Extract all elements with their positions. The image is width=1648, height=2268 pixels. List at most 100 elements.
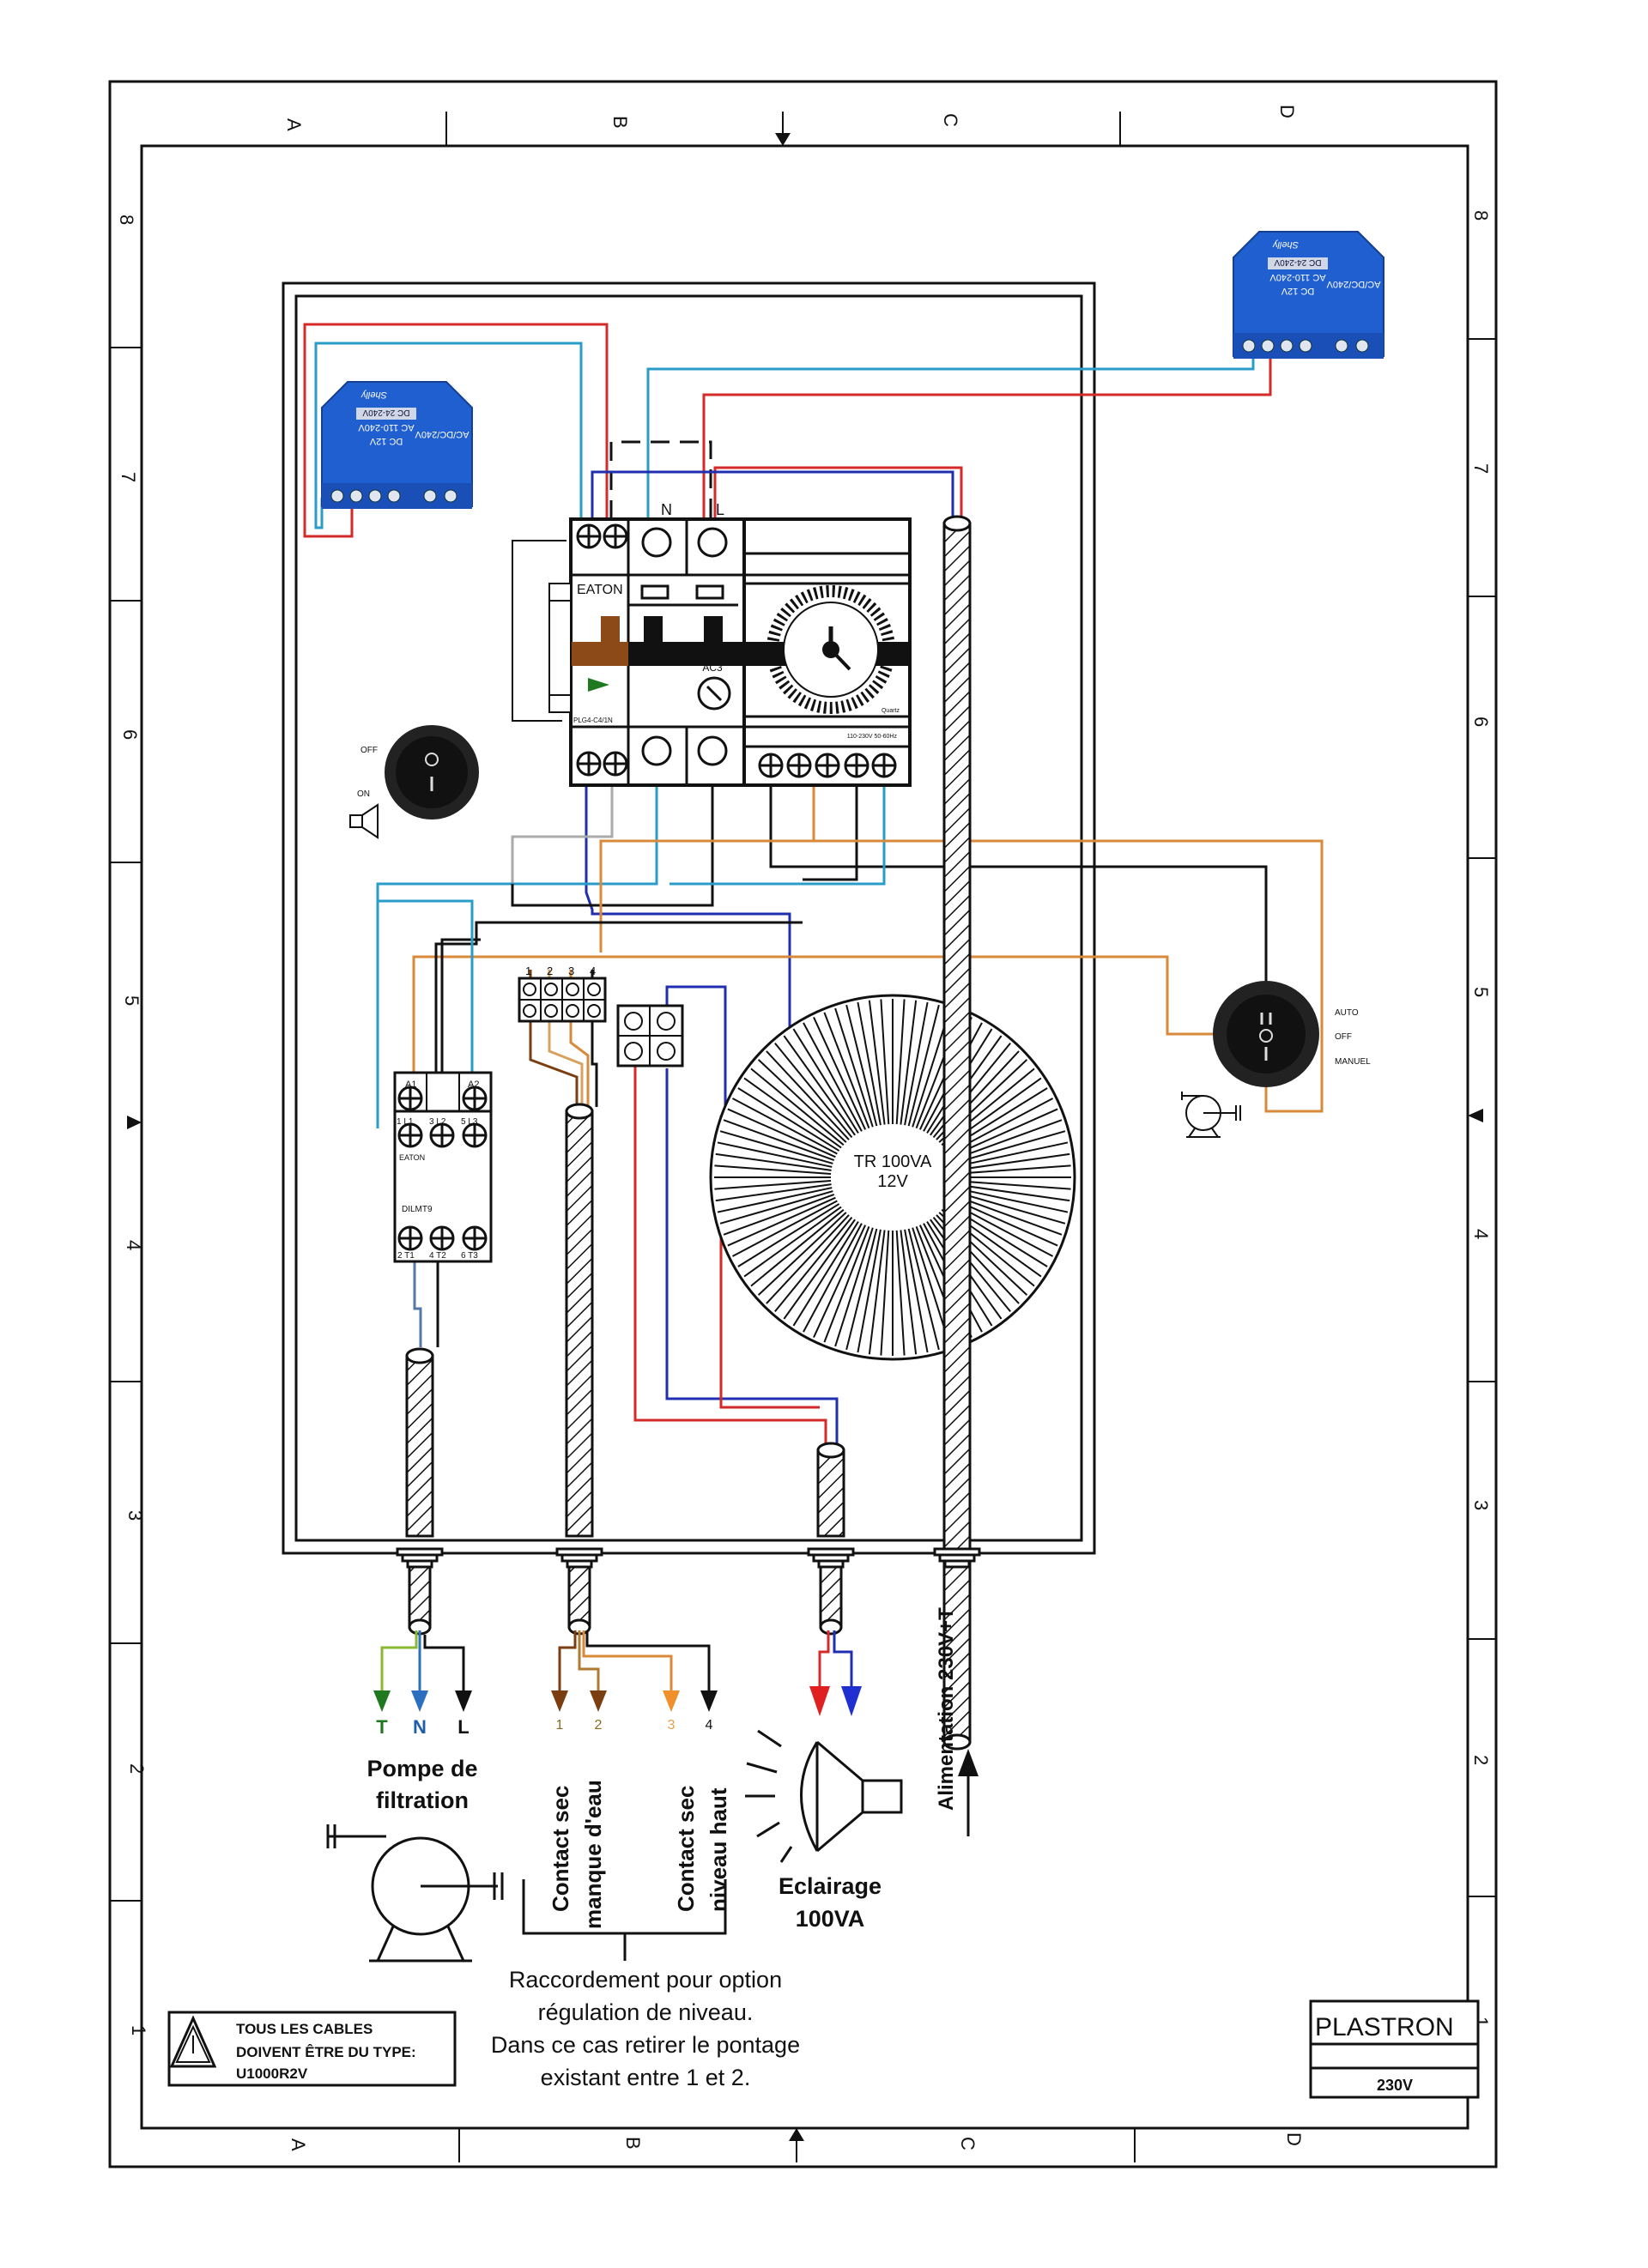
pump-label-line2: filtration (376, 1787, 469, 1813)
transformer-winding-ray (717, 1141, 833, 1168)
transformer-winding-ray (757, 1059, 847, 1143)
transformer-winding-ray (823, 1225, 870, 1343)
light-switch[interactable] (385, 725, 479, 820)
shelly-brand: Shelly (360, 390, 387, 400)
transformer-winding-ray (907, 1228, 940, 1351)
transformer-winding-ray (715, 1183, 832, 1202)
arrow-wire-3-icon (663, 1690, 680, 1712)
cable-pump-external (408, 1565, 432, 1629)
transformer-winding-ray (714, 1180, 832, 1190)
center-arrow-top-icon (775, 133, 791, 146)
row-label-left: 6 (119, 729, 141, 740)
transformer-winding-ray (731, 1200, 838, 1257)
column-label-bottom: C (957, 2137, 978, 2150)
enclosure-inner (294, 294, 1083, 1542)
transformer-winding-ray (774, 1216, 853, 1313)
cable-light-external (819, 1565, 843, 1629)
timer-dial[interactable] (766, 585, 895, 714)
title-block: PLASTRON 230V (1309, 1999, 1480, 2099)
pump-switch-auto-label: AUTO (1335, 1008, 1359, 1018)
row-label-left: 5 (121, 995, 142, 1006)
transformer-winding-ray (714, 1164, 832, 1175)
transformer-winding-ray (723, 1193, 835, 1236)
level-wire-label-1: 1 (556, 1718, 564, 1733)
enclosure-outer (282, 281, 1096, 1555)
arrow-neutral-icon (411, 1690, 428, 1712)
transformer-winding-ray (757, 1212, 847, 1296)
timer-brand: Quartz (882, 708, 900, 714)
contact-low-water-line1: Contact sec (548, 1786, 573, 1912)
light-label-line2: 100VA (796, 1906, 865, 1932)
level-wires: 1 2 3 4 (551, 1630, 718, 1733)
pump-mode-switch[interactable] (1213, 981, 1319, 1087)
supply-arrow-icon (958, 1749, 978, 1836)
breaker-label-l: L (716, 501, 724, 518)
light-label-line1: Eclairage (779, 1873, 882, 1899)
row-label-left: 1 (128, 2025, 149, 2035)
transformer-winding-ray (813, 1017, 867, 1130)
contactor-output-1: 2 T1 (397, 1251, 415, 1261)
transformer-winding-ray (783, 1035, 856, 1136)
wiring (303, 323, 1324, 1450)
transformer-winding-ray (727, 1196, 836, 1247)
pump-small-icon (1181, 1092, 1241, 1138)
inner-frame (140, 144, 1469, 2130)
light-switch-on-label: ON (357, 789, 370, 799)
cable-warning-box: TOUS LES CABLES DOIVENT ÊTRE DU TYPE: U1… (167, 2011, 457, 2087)
transformer-winding-ray (792, 1220, 859, 1327)
shelly-output: AC/DC/240V (415, 429, 470, 439)
shelly-output: AC/DC/240V (1326, 279, 1381, 289)
transformer-winding-ray (803, 1223, 863, 1333)
cable-light-internal (816, 1442, 845, 1538)
transformer-winding-ray (774, 1042, 853, 1139)
row-label-right: 3 (1470, 1500, 1492, 1510)
drawing-frame: A B C D A B C D 8 7 6 5 4 3 2 1 8 7 6 5 … (108, 80, 1498, 2168)
transformer-winding-ray (845, 1228, 878, 1351)
column-label-top: B (609, 116, 631, 129)
warning-line1: TOUS LES CABLES (236, 2021, 373, 2037)
contact-low-water-line2: manque d'eau (580, 1780, 606, 1929)
light-wires (809, 1630, 862, 1716)
center-arrow-right-icon (1468, 1109, 1483, 1122)
timer-supply: 110-230V 50-60Hz (847, 734, 898, 740)
arrow-light-live-icon (809, 1686, 830, 1716)
cable-level-internal (565, 1103, 594, 1538)
din-clip (548, 583, 572, 713)
transformer-winding-ray (823, 1012, 870, 1129)
transformer-winding-ray (954, 1164, 1071, 1175)
transformer-voltage: 12V (877, 1172, 908, 1191)
level-wire-label-2: 2 (595, 1718, 603, 1733)
arrow-wire-4-icon (700, 1690, 718, 1712)
transformer-winding-ray (723, 1119, 835, 1162)
column-label-bottom: A (288, 2138, 309, 2151)
transformer-winding-ray (813, 1225, 867, 1338)
contactor-output-3: 6 T3 (461, 1251, 478, 1261)
transformer-winding-ray (803, 1022, 863, 1132)
shelly-rating-dc12: DC 12V (1281, 286, 1314, 296)
column-label-bottom: D (1283, 2132, 1305, 2146)
shelly-rating-ac: AC 110-240V (358, 422, 415, 432)
arrow-live-icon (455, 1690, 472, 1712)
cable-glands (396, 1547, 981, 1569)
row-label-left: 3 (124, 1510, 146, 1521)
contactor-input-1: 1 L1 (397, 1117, 414, 1127)
warning-line3: U1000R2V (236, 2065, 308, 2082)
pump-wires: T N L (373, 1630, 472, 1738)
supply-label: Alimentation 230V+T (935, 1607, 958, 1811)
breaker-model: PLG4-C4/1N (573, 717, 613, 724)
contactor-brand: EATON (399, 1153, 425, 1162)
breaker-label-n: N (661, 501, 672, 518)
transformer-winding-ray (954, 1183, 1070, 1202)
shelly-relay-1: Shelly DC 24-240V AC 110-240V DC 12V AC/… (321, 381, 473, 509)
title-block-name: PLASTRON (1315, 2013, 1454, 2041)
contact-high-level-line2: niveau haut (706, 1787, 731, 1912)
transformer-winding-ray (954, 1180, 1071, 1190)
arrow-wire-1-icon (551, 1690, 568, 1712)
shelly-rating-dc12: DC 12V (369, 436, 403, 446)
note-line3: Dans ce cas retirer le pontage (491, 2032, 800, 2058)
transformer-winding-ray (731, 1098, 838, 1155)
breaker-indicator-icon (588, 678, 609, 692)
light-bulb-icon (745, 1729, 903, 1863)
cable-level-external (567, 1565, 591, 1629)
transformer-winding-ray (904, 1229, 929, 1353)
